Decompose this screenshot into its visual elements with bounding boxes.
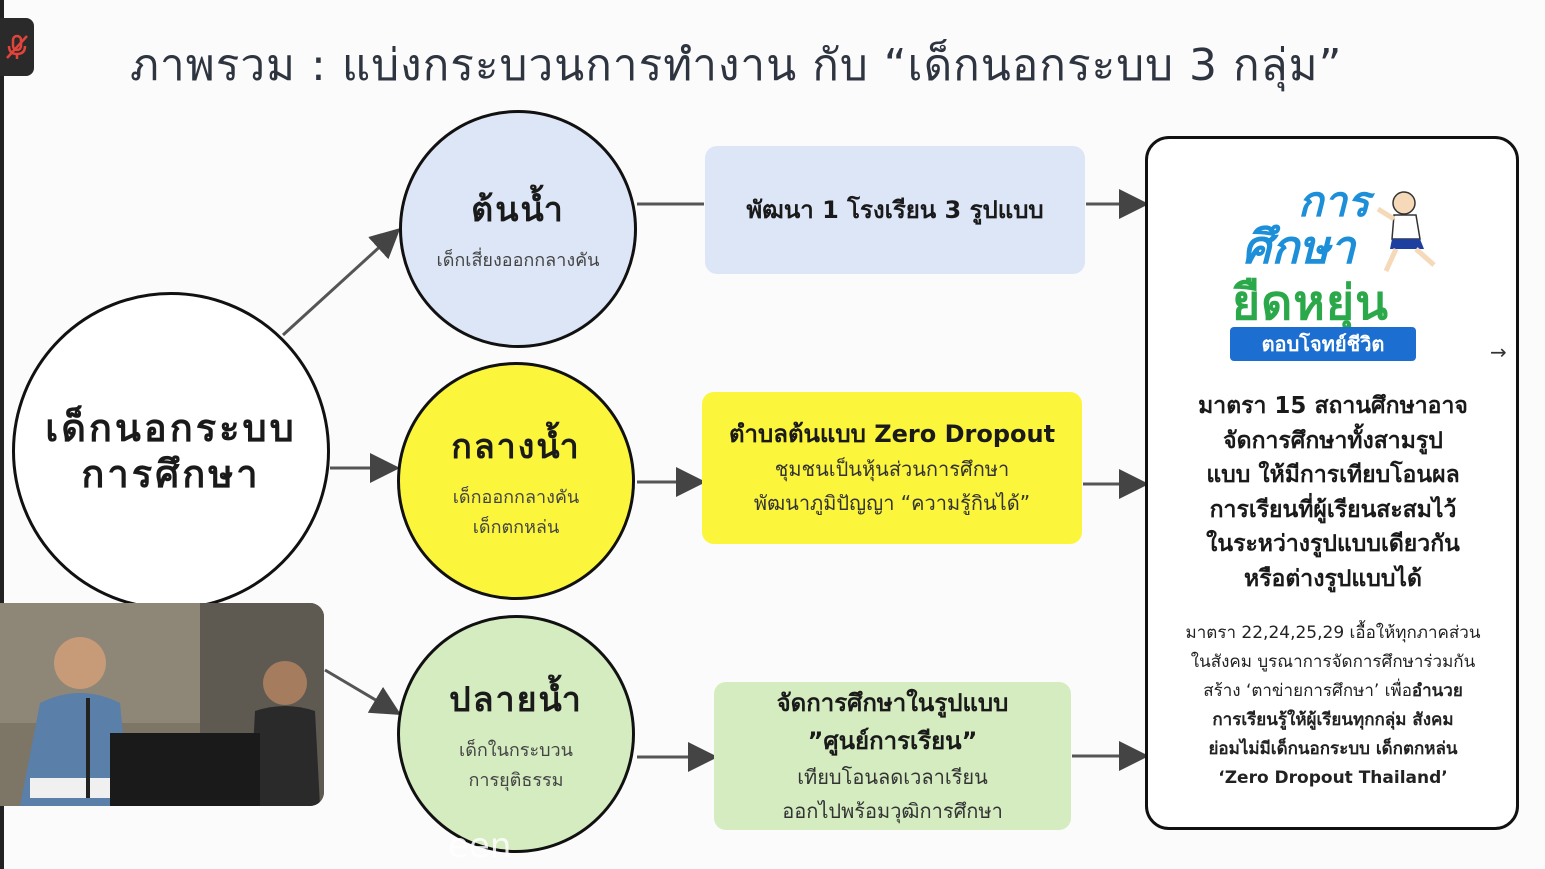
panel-sub-line: ในสังคม บูรณาการจัดการศึกษาร่วมกัน [1190,652,1476,672]
panel-line: มาตรา 15 สถานศึกษาอาจ [1198,393,1468,419]
panel-line: การเรียนที่ผู้เรียนสะสมไว้ [1209,496,1457,523]
stage-sub: การยุติธรรม [468,770,564,791]
strategy-box-2: ตำบลต้นแบบ Zero Dropout ชุมชนเป็นหุ้นส่ว… [702,392,1082,544]
panel-sub-line: มาตรา 22,24,25,29 เอื้อให้ทุกภาคส่วน [1185,623,1481,643]
logo-word-3: ยืดหยุ่น [1232,275,1389,331]
stage-node-downstream: ปลายน้ำ เด็กในกระบวน การยุติธรรม [397,615,635,853]
panel-line: แบบ ให้มีการเทียบโอนผล [1206,462,1460,488]
strategy-line: ออกไปพร้อมวุฒิการศึกษา [782,799,1003,823]
stage-name: ต้นน้ำ [471,190,565,230]
legal-panel: การ ศึกษา ยืดหยุ่น ตอบโจทย์ชีวิต มาตรา 1… [1145,136,1519,830]
logo-word-2: ศึกษา [1242,220,1356,274]
strategy-heading: ตำบลต้นแบบ Zero Dropout [728,420,1056,448]
flexible-education-logo: การ ศึกษา ยืดหยุ่น ตอบโจทย์ชีวิต [1228,169,1436,369]
center-label-line1: เด็กนอกระบบ [45,406,297,450]
strategy-line: เทียบโอนลดเวลาเรียน [797,765,988,789]
stage-sub: เด็กในกระบวน [459,740,573,761]
speakers-image [0,603,324,806]
panel-sub-line: การเรียนรู้ให้ผู้เรียนทุกกลุ่ม สังคม [1212,710,1454,730]
running-student-icon [1376,191,1436,273]
stage-sub: เด็กเสี่ยงออกกลางคัน [436,250,600,271]
stage-name: ปลายน้ำ [449,680,583,720]
strategy-heading: จัดการศึกษาในรูปแบบ [776,689,1009,717]
stage-node-upstream: ต้นน้ำ เด็กเสี่ยงออกกลางคัน [399,110,637,348]
panel-sub-line: ย่อมไม่มีเด็กนอกระบบ เด็กตกหล่น [1208,739,1458,759]
strategy-line: ชุมชนเป็นหุ้นส่วนการศึกษา [774,457,1010,481]
arrow-center-to-stage1 [281,227,401,337]
strategy-line: พัฒนาภูมิปัญญา “ความรู้กินได้” [753,491,1031,515]
strategy-heading-2: ”ศูนย์การเรียน” [807,727,978,755]
mic-muted-icon [6,34,28,59]
logo-tagline: ตอบโจทย์ชีวิต [1230,327,1416,361]
muted-mic-button[interactable] [0,18,34,76]
arrow-center-to-stage3 [324,668,402,716]
stage-sub: เด็กออกกลางคัน [452,487,580,508]
logo-word-1: การ [1298,177,1370,226]
arrow-right-icon: → [1490,340,1507,364]
window-edge [0,0,4,869]
speaker-video-thumbnail[interactable] [0,603,324,806]
slide-title: ภาพรวม : แบ่งกระบวนการทำงาน กับ “เด็กนอก… [130,40,1343,91]
center-label-line2: การศึกษา [81,452,261,496]
panel-sub-line: ‘Zero Dropout Thailand’ [1218,768,1448,788]
sections-22-29-text: มาตรา 22,24,25,29 เอื้อให้ทุกภาคส่วน ในส… [1162,619,1504,793]
strategy-box-3: จัดการศึกษาในรูปแบบ ”ศูนย์การเรียน” เทีย… [714,682,1071,830]
stage-sub: เด็กตกหล่น [472,517,560,538]
panel-sub-line: สร้าง ‘ตาข่ายการศึกษา’ เพื่ออำนวย [1203,681,1463,701]
panel-line: จัดการศึกษาทั้งสามรูป [1223,427,1443,454]
center-node: เด็กนอกระบบ การศึกษา [12,292,330,610]
strategy-box-1: พัฒนา 1 โรงเรียน 3 รูปแบบ [705,146,1085,274]
panel-line: ในระหว่างรูปแบบเดียวกัน [1206,531,1460,557]
stage-name: กลางน้ำ [451,427,581,467]
caption-fragment: een [448,826,512,866]
panel-line: หรือต่างรูปแบบได้ [1244,565,1422,592]
stage-node-midstream: กลางน้ำ เด็กออกกลางคัน เด็กตกหล่น [397,362,635,600]
section-15-text: มาตรา 15 สถานศึกษาอาจ จัดการศึกษาทั้งสาม… [1162,389,1504,596]
strategy-heading: พัฒนา 1 โรงเรียน 3 รูปแบบ [746,196,1044,224]
